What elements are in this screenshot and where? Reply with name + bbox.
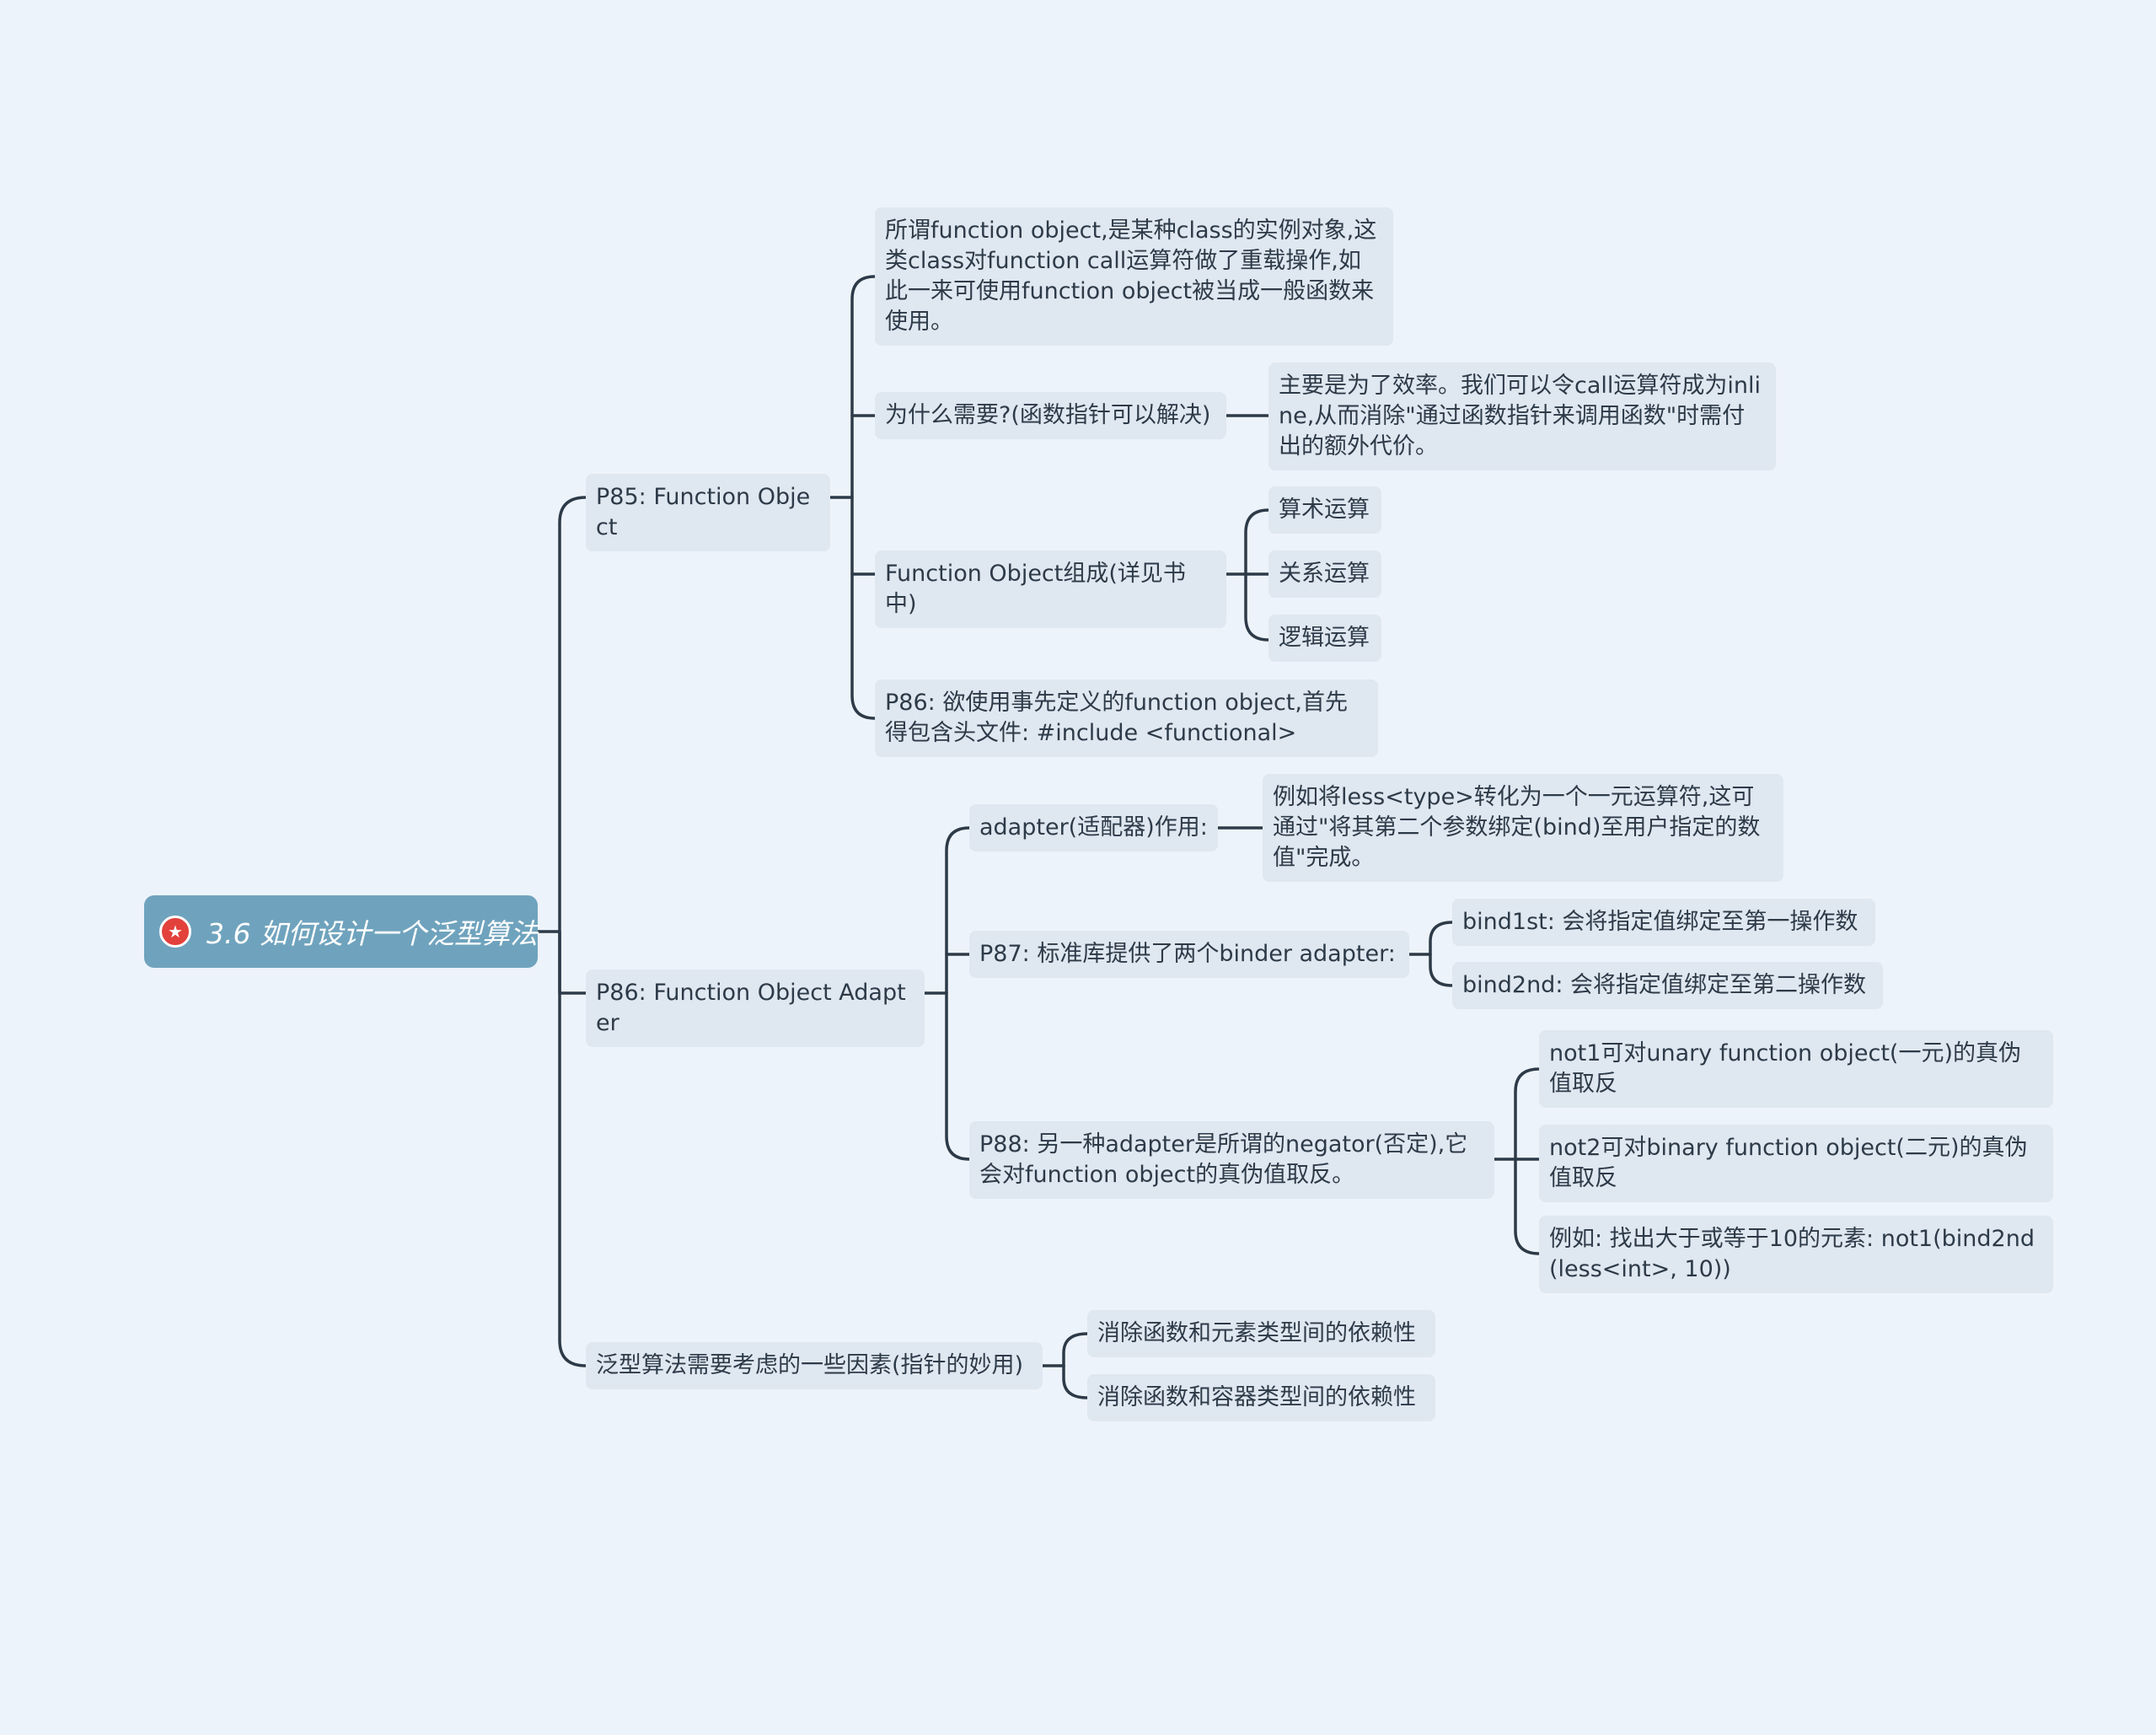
topic-function-object-composition[interactable]: Function Object组成(详见书中) <box>875 551 1226 628</box>
root-title: 3.6 如何设计一个泛型算法 <box>206 917 538 950</box>
topic-p86-function-object-adapter[interactable]: P86: Function Object Adapter <box>586 970 925 1047</box>
topic-adapter-role[interactable]: adapter(适配器)作用: <box>969 804 1218 851</box>
topic-bind2nd[interactable]: bind2nd: 会将指定值绑定至第二操作数 <box>1452 962 1883 1009</box>
topic-relational-ops[interactable]: 关系运算 <box>1268 551 1381 598</box>
topic-not1[interactable]: not1可对unary function object(一元)的真伪值取反 <box>1539 1030 2053 1108</box>
topic-why-needed[interactable]: 为什么需要?(函数指针可以解决) <box>875 392 1226 439</box>
star-icon: ★ <box>159 916 191 948</box>
topic-not2[interactable]: not2可对binary function object(二元)的真伪值取反 <box>1539 1125 2053 1202</box>
topic-container-type-independence[interactable]: 消除函数和容器类型间的依赖性 <box>1087 1374 1435 1421</box>
topic-less-to-unary[interactable]: 例如将less<type>转化为一个一元运算符,这可通过"将其第二个参数绑定(b… <box>1263 774 1783 882</box>
topic-efficiency-inline[interactable]: 主要是为了效率。我们可以令call运算符成为inline,从而消除"通过函数指针… <box>1268 363 1776 470</box>
topic-arithmetic-ops[interactable]: 算术运算 <box>1268 486 1381 534</box>
topic-function-object-definition[interactable]: 所谓function object,是某种class的实例对象,这类class对… <box>875 207 1393 346</box>
topic-include-functional[interactable]: P86: 欲使用事先定义的function object,首先得包含头文件: #… <box>875 679 1378 757</box>
topic-negator-example[interactable]: 例如: 找出大于或等于10的元素: not1(bind2nd(less<int>… <box>1539 1216 2053 1293</box>
topic-bind1st[interactable]: bind1st: 会将指定值绑定至第一操作数 <box>1452 899 1875 946</box>
topic-element-type-independence[interactable]: 消除函数和元素类型间的依赖性 <box>1087 1310 1435 1357</box>
topic-p85-function-object[interactable]: P85: Function Object <box>586 474 830 551</box>
topic-p88-negator[interactable]: P88: 另一种adapter是所谓的negator(否定),它会对functi… <box>969 1121 1494 1199</box>
topic-generic-algorithm-factors[interactable]: 泛型算法需要考虑的一些因素(指针的妙用) <box>586 1342 1043 1389</box>
topic-logical-ops[interactable]: 逻辑运算 <box>1268 615 1381 662</box>
root-topic[interactable]: ★ 3.6 如何设计一个泛型算法 <box>144 895 538 968</box>
topic-p87-binder-adapter[interactable]: P87: 标准库提供了两个binder adapter: <box>969 931 1409 978</box>
